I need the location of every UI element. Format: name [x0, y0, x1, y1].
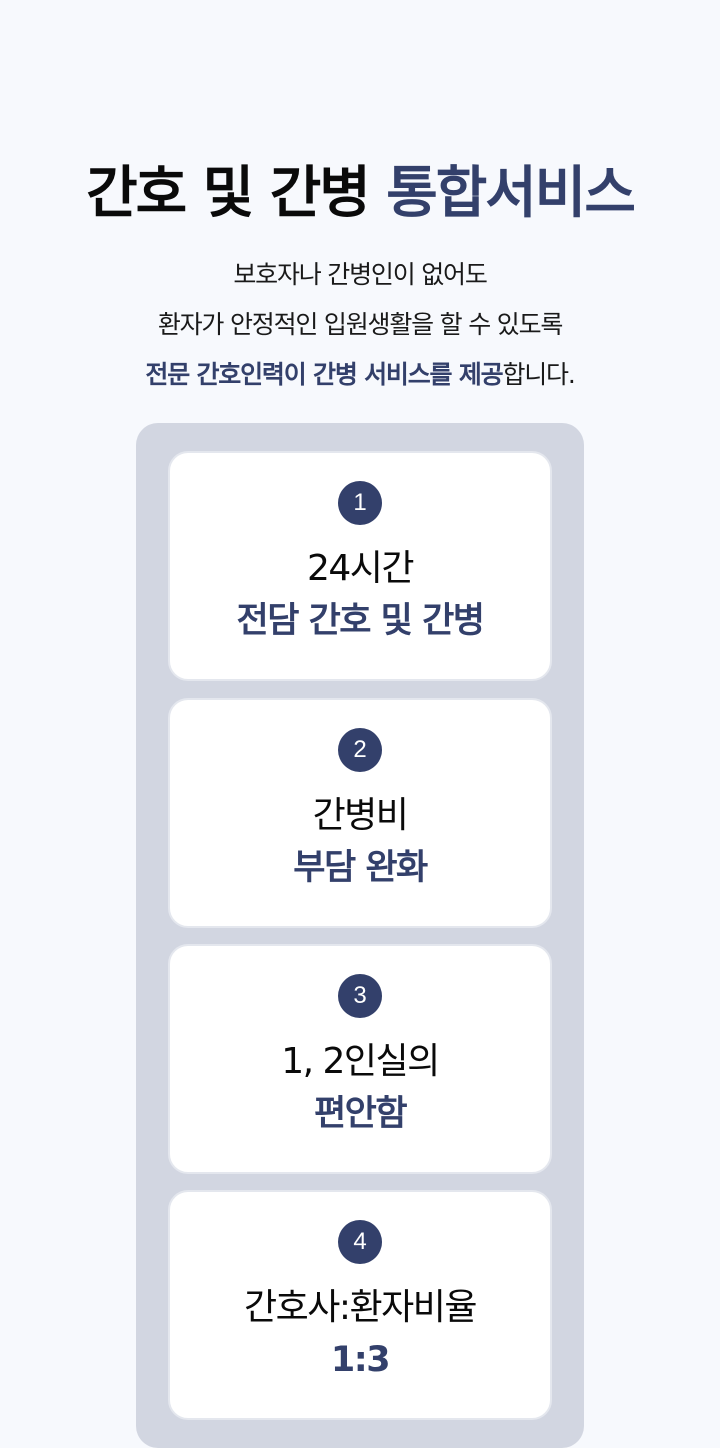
- number-badge-icon: 2: [338, 728, 382, 772]
- feature-highlight: 전담 간호 및 간병: [236, 601, 485, 641]
- description-line-3: 전문 간호인력이 간병 서비스를 제공합니다.: [0, 350, 720, 400]
- feature-label: 간병비: [312, 795, 409, 836]
- feature-highlight: 1:3: [330, 1340, 391, 1380]
- features-panel: 1 24시간 전담 간호 및 간병 2 간병비 부담 완화 3 1, 2인실의 …: [136, 423, 584, 1448]
- service-description: 보호자나 간병인이 없어도 환자가 안정적인 입원생활을 할 수 있도록 전문 …: [0, 250, 720, 400]
- feature-label: 1, 2인실의: [281, 1041, 440, 1082]
- feature-card-2: 2 간병비 부담 완화: [168, 698, 552, 928]
- number-badge-icon: 4: [338, 1220, 382, 1264]
- feature-highlight: 부담 완화: [293, 848, 428, 888]
- description-rest: 합니다.: [502, 360, 575, 389]
- number-badge-icon: 3: [338, 974, 382, 1018]
- number-badge-icon: 1: [338, 481, 382, 525]
- feature-card-4: 4 간호사:환자비율 1:3: [168, 1190, 552, 1420]
- feature-card-3: 3 1, 2인실의 편안함: [168, 944, 552, 1174]
- feature-highlight: 편안함: [313, 1094, 408, 1134]
- description-line-2: 환자가 안정적인 입원생활을 할 수 있도록: [157, 310, 564, 339]
- feature-label: 24시간: [306, 548, 415, 589]
- description-line-1: 보호자나 간병인이 없어도: [233, 260, 487, 289]
- feature-card-1: 1 24시간 전담 간호 및 간병: [168, 451, 552, 681]
- page-title: 간호 및 간병 통합서비스: [0, 158, 720, 230]
- title-accent: 통합서비스: [386, 161, 636, 226]
- feature-label: 간호사:환자비율: [244, 1287, 477, 1328]
- description-emphasis: 전문 간호인력이 간병 서비스를 제공: [145, 360, 503, 389]
- title-plain: 간호 및 간병: [86, 161, 387, 226]
